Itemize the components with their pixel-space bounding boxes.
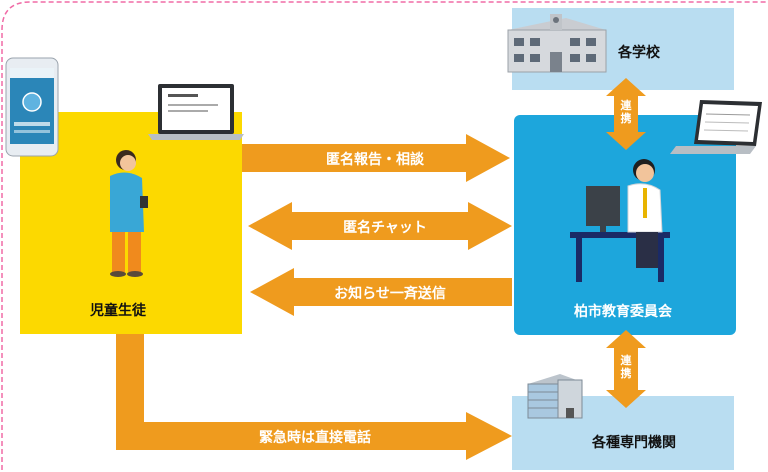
board-box bbox=[514, 115, 736, 335]
link-top-arrow bbox=[606, 78, 646, 150]
schools-label: 各学校 bbox=[618, 45, 660, 61]
broadcast-arrow-label: お知らせ一斉送信 bbox=[334, 286, 446, 302]
chat-arrow-label: 匿名チャット bbox=[343, 220, 427, 236]
agencies-label: 各種専門機関 bbox=[592, 435, 676, 451]
report-arrow-label: 匿名報告・相談 bbox=[326, 152, 424, 168]
chat-arrow bbox=[248, 202, 512, 250]
link-bottom-arrow bbox=[606, 330, 646, 408]
desk-worker-icon bbox=[570, 159, 670, 282]
smartphone-icon bbox=[5, 57, 59, 157]
office-building-icon bbox=[527, 374, 583, 419]
report-arrow bbox=[242, 134, 510, 182]
student-figure-icon bbox=[110, 150, 148, 277]
student-label: 児童生徒 bbox=[90, 303, 146, 319]
board-laptop-icon bbox=[670, 100, 762, 154]
school-building-icon bbox=[507, 14, 607, 73]
link-bottom-label: 連携 bbox=[620, 354, 632, 380]
link-top-label: 連携 bbox=[620, 99, 632, 125]
board-label: 柏市教育委員会 bbox=[574, 304, 672, 320]
emergency-arrow-label: 緊急時は直接電話 bbox=[259, 430, 371, 446]
emergency-arrow bbox=[116, 334, 512, 460]
broadcast-arrow bbox=[250, 268, 512, 316]
laptop-icon bbox=[148, 84, 244, 140]
